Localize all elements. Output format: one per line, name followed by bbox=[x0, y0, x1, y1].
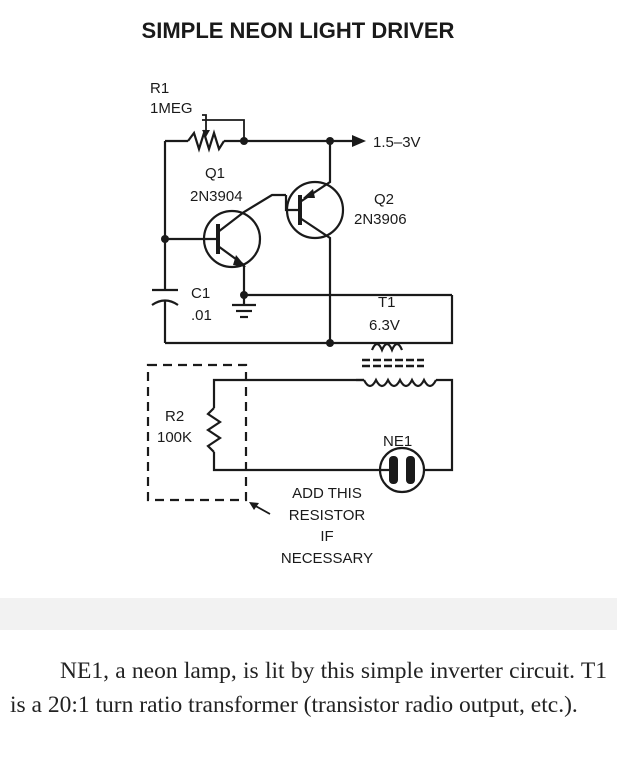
r1-ref-label: R1 bbox=[150, 80, 169, 97]
c1-capacitor bbox=[151, 288, 179, 343]
q2-ref-label: Q2 bbox=[374, 191, 394, 208]
supply-arrow bbox=[352, 135, 366, 147]
note-arrowhead bbox=[249, 502, 259, 510]
q1-part-label: 2N3904 bbox=[190, 188, 243, 205]
optional-resistor-box bbox=[146, 363, 248, 502]
note-line-3: IF bbox=[320, 528, 333, 545]
r1-potentiometer bbox=[187, 114, 245, 153]
q2-part-label: 2N3906 bbox=[354, 211, 407, 228]
ne1-neon-lamp bbox=[378, 430, 454, 494]
r2-resistor bbox=[206, 407, 392, 472]
q1-ref-label: Q1 bbox=[205, 165, 225, 182]
circuit-schematic: SIMPLE NEON LIGHT DRIVER R1 1MEG 1.5–3V … bbox=[141, 18, 455, 567]
r2-value-label: 100K bbox=[157, 429, 192, 446]
ne1-ref-label: NE1 bbox=[383, 433, 412, 450]
supply-voltage-label: 1.5–3V bbox=[373, 134, 421, 151]
q2-transistor bbox=[284, 141, 345, 343]
t1-value-label: 6.3V bbox=[369, 317, 400, 334]
figure-caption: NE1, a neon lamp, is lit by this simple … bbox=[10, 658, 607, 718]
return-wire bbox=[165, 295, 454, 345]
q1-transistor bbox=[165, 193, 286, 295]
t1-ref-label: T1 bbox=[378, 294, 396, 311]
ground-symbol bbox=[232, 291, 452, 319]
r2-ref-label: R2 bbox=[165, 408, 184, 425]
note-line-1: ADD THIS bbox=[292, 485, 362, 502]
note-line-2: RESISTOR bbox=[289, 507, 366, 524]
junction-dot bbox=[326, 339, 334, 347]
r1-value-label: 1MEG bbox=[150, 100, 193, 117]
c1-ref-label: C1 bbox=[191, 285, 210, 302]
c1-value-label: .01 bbox=[191, 307, 212, 324]
note-line-4: NECESSARY bbox=[281, 550, 373, 567]
separator-band bbox=[0, 598, 617, 630]
junction-dot bbox=[240, 137, 248, 145]
diagram-title: SIMPLE NEON LIGHT DRIVER bbox=[142, 18, 455, 43]
t1-transformer bbox=[212, 342, 454, 430]
